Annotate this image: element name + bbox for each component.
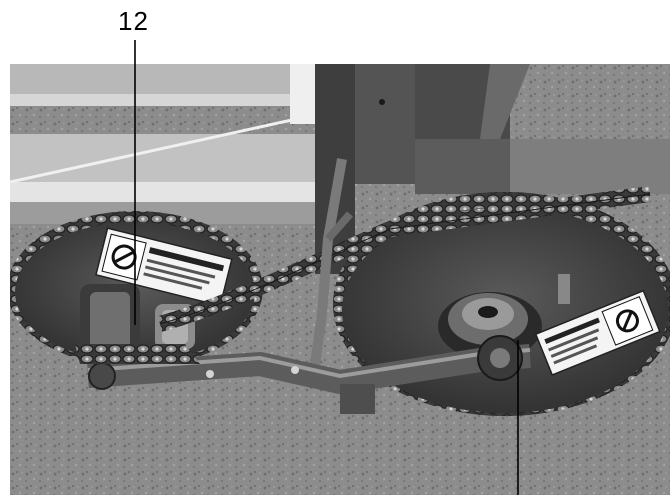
tensioner-rod bbox=[310, 158, 354, 365]
drive-chain bbox=[157, 186, 652, 332]
left-chain bbox=[75, 344, 200, 364]
frame-post bbox=[315, 64, 670, 274]
background-frame bbox=[10, 64, 328, 224]
callout-label-12: 12 bbox=[118, 6, 149, 36]
machinery-photo bbox=[10, 64, 670, 495]
warning-decal-left bbox=[95, 227, 233, 307]
warning-decal-right bbox=[534, 289, 661, 376]
lower-bracket bbox=[340, 384, 375, 414]
linkage-arm bbox=[87, 335, 531, 394]
